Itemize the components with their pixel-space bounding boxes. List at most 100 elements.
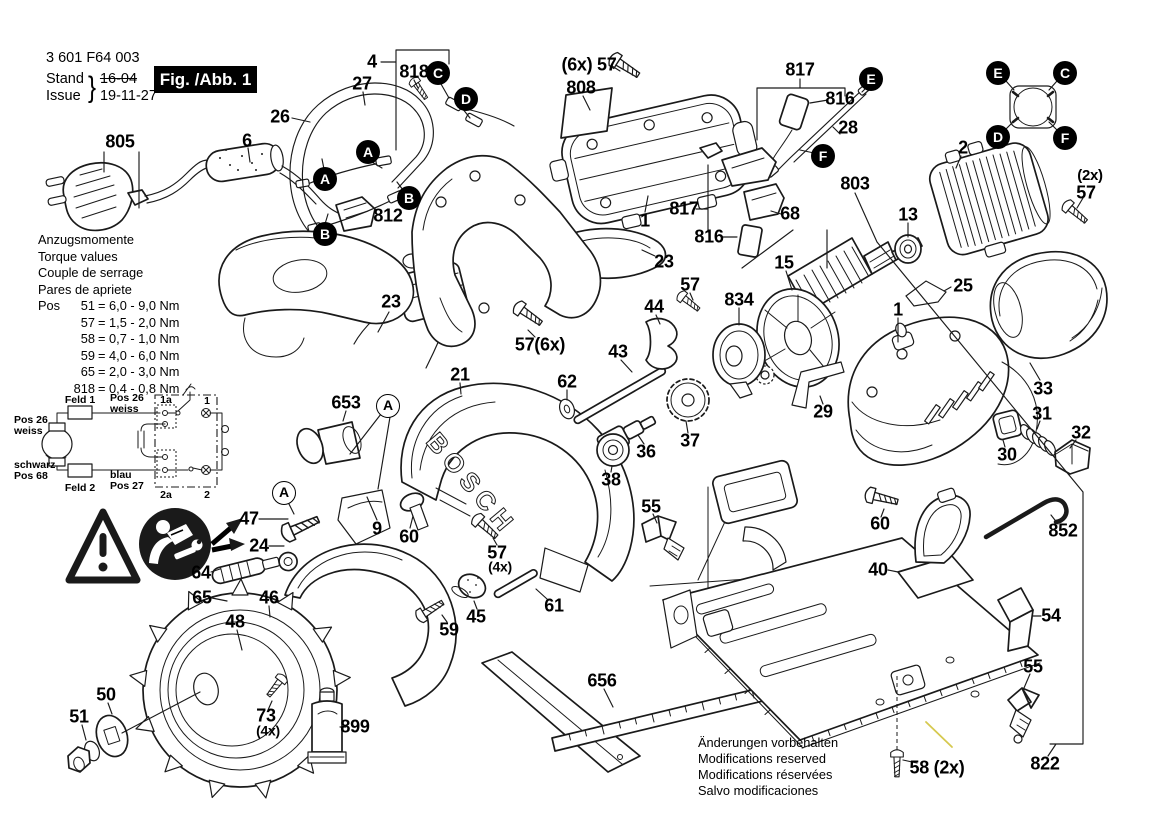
part-label-852: 852 — [1048, 520, 1078, 541]
part-label-2: 2 — [958, 137, 968, 158]
part-label-40: 40 — [868, 559, 888, 580]
highlight-leader-line — [925, 721, 953, 748]
footer-note-line: Modifications reserved — [698, 751, 827, 766]
motor-cover-33-drawing — [989, 250, 1108, 360]
blade-bolt-51 — [67, 740, 101, 773]
warning-icons — [65, 508, 245, 584]
callout-letter-A-outlined: A — [376, 394, 400, 418]
callout-letter-A-outlined: A — [272, 481, 296, 505]
svg-text:weiss: weiss — [109, 403, 139, 415]
part-label-817: 817 — [785, 59, 815, 80]
part-label-47: 47 — [239, 508, 259, 529]
part-label-656: 656 — [587, 670, 617, 691]
read-manual-icon — [139, 508, 211, 580]
nameplate-808 — [560, 87, 613, 139]
part-label-23: 23 — [654, 251, 674, 272]
svg-text:2a: 2a — [160, 489, 172, 501]
gear-spindle-drawing — [558, 288, 710, 467]
part-label-46: 46 — [259, 587, 279, 608]
part-label-73: 73 — [256, 705, 276, 726]
part-label-1: 1 — [893, 299, 903, 320]
part-label-1: 1 — [640, 210, 650, 231]
wing-bolt-55-right — [1007, 687, 1040, 744]
callout-letter-F: F — [1053, 126, 1077, 150]
wiring-schematic: Pos 26 weiss Feld 1 Pos 26 weiss 1a 1 sc… — [13, 383, 229, 501]
svg-text:Pos 68: Pos 68 — [14, 470, 48, 482]
part-label-59: 59 — [439, 619, 459, 640]
callout-letter-D: D — [454, 87, 478, 111]
baffle-834-drawing — [712, 323, 766, 399]
part-label-54: 54 — [1041, 605, 1061, 626]
part-label-4x: (4x) — [256, 722, 280, 739]
part-label-68: 68 — [780, 203, 800, 224]
bearing-13-drawing — [894, 234, 922, 264]
depth-guide-40 — [897, 487, 974, 599]
svg-text:1: 1 — [204, 395, 210, 407]
part-label-57: 57 — [1076, 182, 1096, 203]
part-label-21: 21 — [450, 364, 470, 385]
grease-tube-899 — [307, 687, 347, 764]
part-label-803: 803 — [840, 173, 870, 194]
svg-text:Feld 2: Feld 2 — [65, 482, 96, 494]
part-label-817: 817 — [669, 198, 699, 219]
part-label-6x57: (6x) 57 — [561, 54, 617, 75]
part-label-822: 822 — [1030, 753, 1060, 774]
gasket-callout-drawing — [1009, 85, 1057, 129]
hex-key-852 — [983, 497, 1069, 540]
pointer-arrows — [210, 518, 245, 553]
brace-glyph: } — [87, 71, 96, 104]
part-label-30: 30 — [997, 444, 1017, 465]
stand-date-new: 19-11-27 — [99, 88, 157, 104]
part-label-61: 61 — [544, 595, 564, 616]
part-label-62: 62 — [557, 371, 577, 392]
part-label-808: 808 — [566, 77, 596, 98]
part-label-45: 45 — [466, 606, 486, 627]
clip-25-drawing — [905, 280, 947, 307]
callout-letter-E: E — [859, 67, 883, 91]
svg-text:Pos 26: Pos 26 — [14, 414, 48, 426]
stator-drawing — [928, 140, 1091, 258]
callout-letter-E: E — [986, 61, 1010, 85]
part-label-653: 653 — [331, 392, 361, 413]
svg-text:2: 2 — [204, 489, 210, 501]
part-label-55: 55 — [1023, 656, 1043, 677]
base-plate-drawing — [412, 459, 1069, 778]
part-label-23: 23 — [381, 291, 401, 312]
washer-62 — [558, 398, 576, 420]
part-label-576x: 57(6x) — [514, 334, 566, 355]
footer-note-line: Änderungen vorbehalten — [698, 735, 839, 750]
callout-letter-C: C — [1053, 61, 1077, 85]
power-cord-drawing — [45, 142, 404, 233]
part-label-27: 27 — [352, 73, 372, 94]
part-label-29: 29 — [813, 401, 833, 422]
wedge-9 — [337, 489, 391, 545]
part-label-44: 44 — [644, 296, 664, 317]
part-label-32: 32 — [1071, 422, 1091, 443]
grommet-spring-wedge-drawing — [992, 409, 1091, 475]
part-label-60: 60 — [870, 513, 890, 534]
part-label-9: 9 — [372, 518, 382, 539]
stand-label: Stand — [46, 71, 84, 87]
issue-label: Issue — [46, 88, 81, 104]
part-label-816: 816 — [694, 226, 724, 247]
switch-68 — [743, 183, 785, 221]
part-label-33: 33 — [1033, 378, 1053, 399]
part-label-37: 37 — [680, 430, 700, 451]
part-label-36: 36 — [636, 441, 656, 462]
part-label-65: 65 — [192, 587, 212, 608]
svg-text:schwarz: schwarz — [14, 459, 55, 471]
handle-housing-drawing — [218, 154, 602, 545]
stand-date-old: 16-04 — [99, 71, 138, 87]
angle-piece-61-45-59 — [412, 568, 538, 625]
part-label-4x: (4x) — [488, 558, 512, 575]
footer-note-line: Salvo modificaciones — [698, 783, 819, 798]
torque-row-57: 57 = 1,5 - 2,0 Nm — [80, 314, 180, 330]
part-label-60: 60 — [399, 526, 419, 547]
part-label-6: 6 — [242, 130, 252, 151]
saw-blade-drawing — [67, 578, 352, 801]
part-label-38: 38 — [601, 469, 621, 490]
part-label-805: 805 — [105, 131, 135, 152]
torque-row-65: 65 = 2,0 - 3,0 Nm — [80, 364, 180, 379]
part-label-57: 57 — [487, 542, 507, 563]
